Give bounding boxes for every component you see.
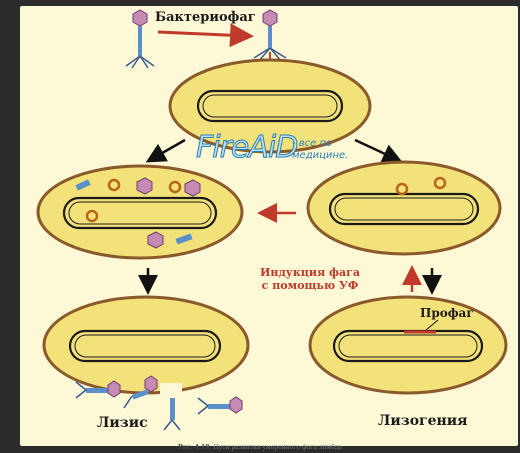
watermark-logo: FireAiD [196, 130, 297, 165]
figure-caption: Рис. 4.19. Пути развития умеренного фага… [0, 444, 520, 451]
induction-label-line1: Индукция фага [255, 266, 365, 279]
phage-label: Бактериофаг [155, 10, 256, 25]
free-phage-icon [126, 10, 154, 68]
prophage-label: Профаг [420, 306, 474, 320]
lysis-label: Лизис [97, 415, 148, 431]
watermark: FireAiD - все по медицине. [196, 130, 297, 165]
adsorption-arrow [158, 32, 248, 36]
lysing-cell [44, 297, 248, 430]
watermark-tagline: - все по медицине. [292, 138, 382, 162]
induction-label-line2: с помощью УФ [255, 279, 365, 292]
lytic-path-arrow [150, 140, 185, 160]
lysogen-cell [310, 297, 506, 393]
caption-number: Рис. 4.19. [178, 444, 212, 451]
lytic-replication-cell [38, 166, 242, 258]
induction-label: Индукция фага с помощью УФ [255, 266, 365, 292]
caption-text: Пути развития умеренного фага лямбда [213, 444, 342, 451]
lysogeny-label: Лизогения [378, 413, 468, 429]
lysogenic-entry-cell [308, 162, 500, 254]
